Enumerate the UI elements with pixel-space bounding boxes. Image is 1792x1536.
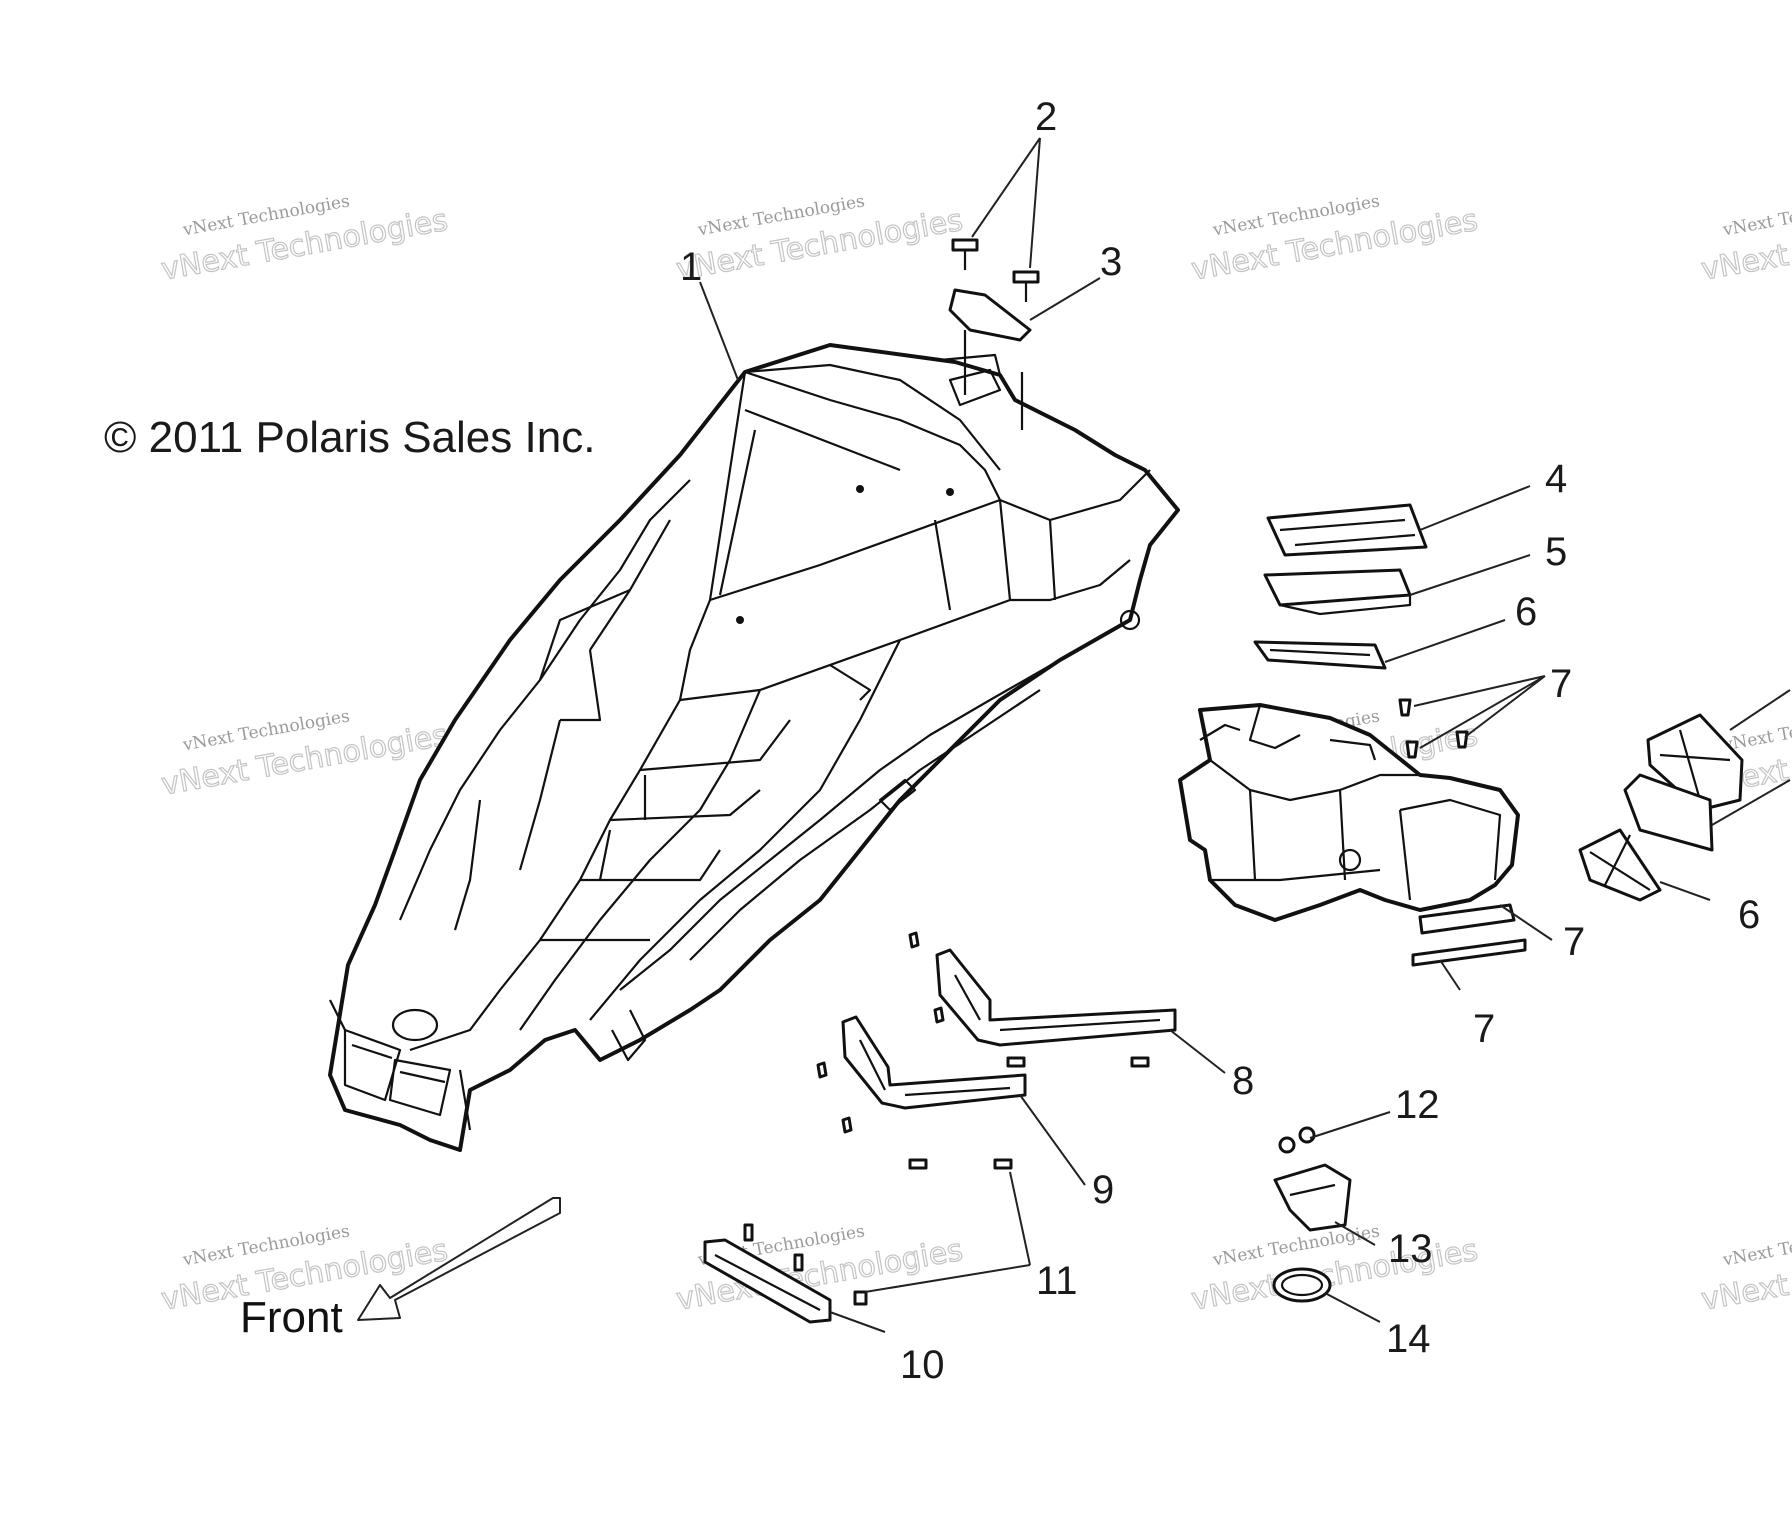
leader-lines (699, 137, 1791, 1333)
part-right-vent-pieces (1578, 713, 1744, 902)
callout-14: 14 (1386, 1317, 1431, 1361)
part-3-plate (948, 288, 1032, 430)
part-13-bracket (1273, 1163, 1352, 1232)
callout-6: 6 (1738, 893, 1760, 937)
watermark: vNext Technologies vNext Technologies (673, 191, 966, 288)
part-6-screen (1253, 640, 1387, 670)
callout-13: 13 (1388, 1227, 1433, 1271)
part-7-fasteners (1398, 698, 1469, 759)
part-1-hood (328, 343, 1180, 1152)
watermark: vNext Technologies vNext Technologies (158, 706, 451, 803)
svg-text:vNext Technologies: vNext Technologies (1721, 191, 1792, 240)
callout-7: 7 (1563, 920, 1585, 964)
watermark-group: vNext Technologies vNext Technologies vN… (158, 191, 1792, 1318)
callout-7: 7 (1473, 1007, 1495, 1051)
watermark: vNext Technologies vNext Technologies (1698, 191, 1792, 288)
callout-5: 5 (1545, 530, 1567, 574)
callout-11: 11 (1036, 1259, 1078, 1303)
part-7-airbox (1178, 703, 1527, 967)
callout-12: 12 (1395, 1083, 1440, 1127)
part-14-grommet (1272, 1267, 1332, 1303)
callout-9: 9 (1092, 1168, 1114, 1212)
svg-text:vNext Technologies: vNext Technologies (1721, 1221, 1792, 1270)
watermark: vNext Technologies vNext Technologies (1698, 1221, 1792, 1318)
callout-10: 10 (900, 1343, 945, 1387)
part-8-grille (908, 931, 1177, 1068)
front-direction-arrow (357, 1197, 561, 1321)
part-5-duct (1263, 568, 1412, 616)
callout-3: 3 (1100, 240, 1122, 284)
callout-7: 7 (1550, 662, 1572, 706)
callout-2: 2 (1035, 95, 1057, 139)
part-4-vent-cover (1266, 503, 1428, 557)
callout-8: 8 (1232, 1059, 1254, 1103)
callout-1: 1 (680, 245, 702, 289)
front-label: Front (240, 1293, 343, 1342)
copyright-text: © 2011 Polaris Sales Inc. (104, 413, 595, 462)
callout-6: 6 (1515, 590, 1537, 634)
watermark: vNext Technologies vNext Technologies (158, 191, 451, 288)
watermark: vNext Technologies vNext Technologies (1188, 191, 1481, 288)
part-10-grille (703, 1223, 868, 1324)
part-9-grille (816, 1015, 1027, 1170)
part-12-nuts (1278, 1126, 1316, 1154)
part-2-screws (951, 238, 1040, 302)
callout-labels: 1 2 3 4 5 6 7 6 7 7 8 9 10 11 12 13 14 (680, 95, 1760, 1387)
callout-4: 4 (1545, 457, 1567, 501)
